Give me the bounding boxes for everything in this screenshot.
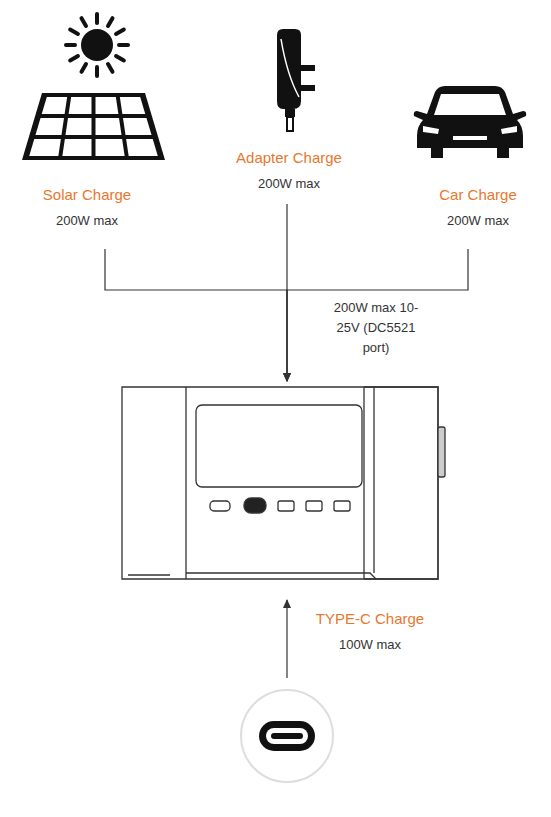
car-charge-node: Car Charge 200W max [398, 80, 543, 245]
power-rating: 200W max [258, 176, 320, 191]
charge-title: Car Charge [439, 186, 517, 203]
input-spec-label: 200W max 10-25V (DC5521 port) [326, 298, 426, 358]
type-c-icon [237, 686, 337, 786]
solar-charge-node: Solar Charge 200W max [10, 5, 200, 245]
charge-title: Adapter Charge [236, 149, 342, 166]
power-rating: 100W max [339, 637, 401, 652]
power-station-drawing [120, 383, 456, 588]
type-c-charge-node: TYPE-C Charge 100W max [237, 606, 437, 786]
power-rating: 200W max [56, 213, 118, 228]
car-icon [405, 84, 535, 164]
charge-title: Solar Charge [43, 186, 131, 203]
charge-connector [287, 249, 468, 381]
charge-connector [286, 600, 287, 678]
charge-title: TYPE-C Charge [316, 610, 424, 627]
charge-connector [105, 249, 287, 381]
power-station-node [122, 383, 452, 588]
power-rating: 200W max [447, 213, 509, 228]
solar-icon [10, 5, 200, 175]
adapter-charge-node: Adapter Charge 200W max [187, 25, 387, 200]
adapter-icon [215, 25, 415, 135]
